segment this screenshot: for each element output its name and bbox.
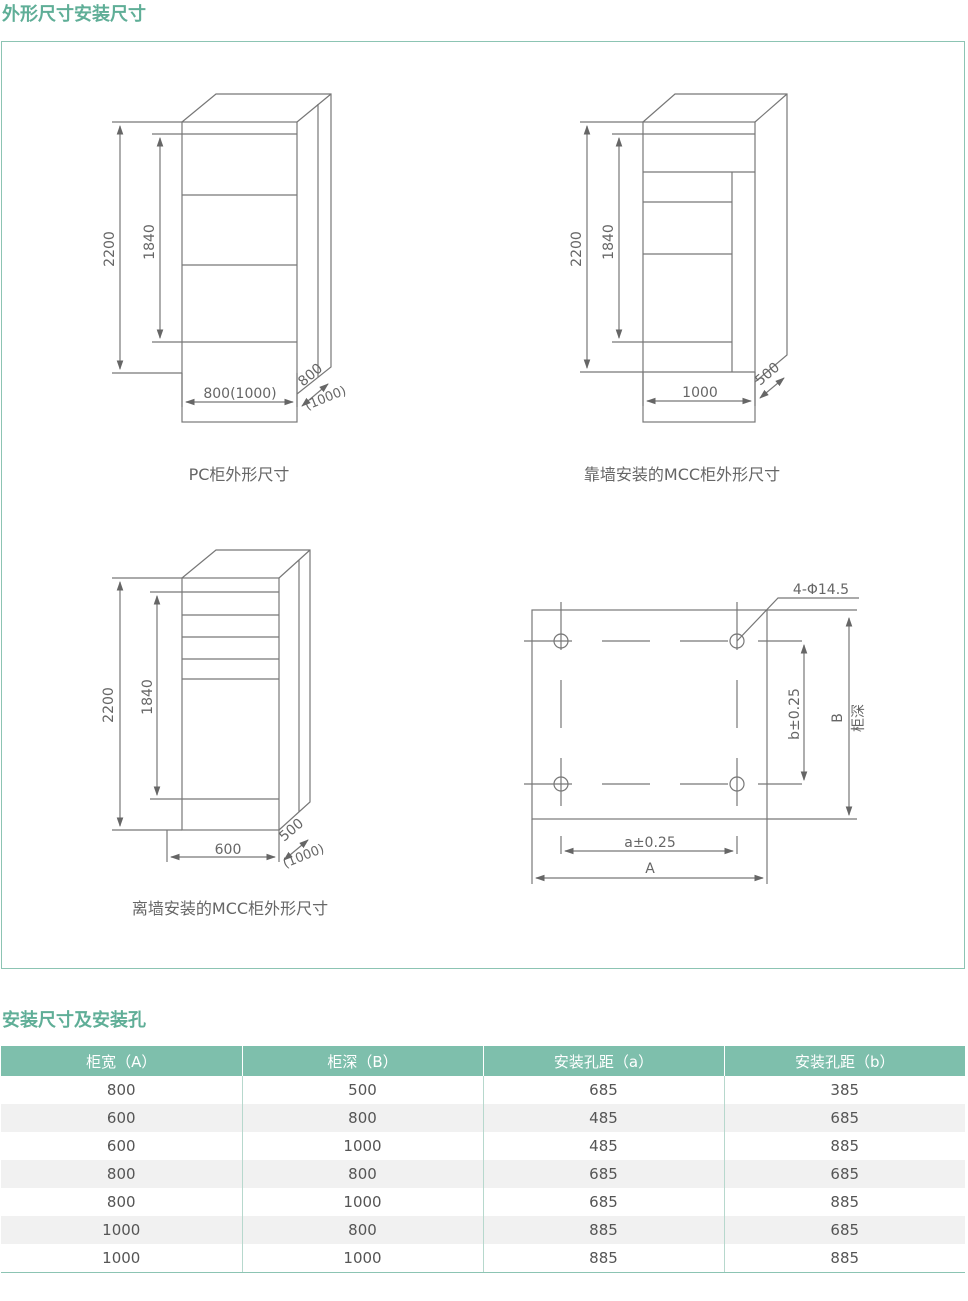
cell-depth: 1000 <box>242 1132 484 1160</box>
mcc-wall-height-inner: 1840 <box>601 224 617 260</box>
pc-height-outer: 2200 <box>102 231 118 267</box>
cell-hole-a: 885 <box>483 1216 725 1244</box>
pc-width: 800(1000) <box>203 386 276 402</box>
cabinet-width-A-label: A <box>645 861 655 877</box>
cell-width: 1000 <box>1 1244 243 1273</box>
mcc-free-caption: 离墙安装的MCC柜外形尺寸 <box>132 899 328 918</box>
mounting-size-table: 柜宽（A） 柜深（B） 安装孔距（a） 安装孔距（b） 800 500 685 … <box>1 1046 965 1273</box>
column-header-cabinet-depth: 柜深（B） <box>242 1046 484 1076</box>
mcc-free-depth-alt: (1000) <box>281 842 327 872</box>
mcc-wall-width: 1000 <box>682 385 718 401</box>
diagram-frame: 2200 1840 800(1000) 800 (1000) PC柜外形尺寸 <box>1 41 965 969</box>
cell-depth: 800 <box>242 1160 484 1188</box>
cell-hole-b: 885 <box>724 1244 965 1273</box>
cell-hole-a: 485 <box>483 1104 725 1132</box>
cell-hole-a: 685 <box>483 1160 725 1188</box>
mcc-free-cabinet-drawing <box>112 549 311 862</box>
cell-hole-b: 685 <box>724 1216 965 1244</box>
cabinet-depth-word-label: 柜深 <box>851 704 867 732</box>
column-header-hole-spacing-b: 安装孔距（b） <box>724 1046 965 1076</box>
mcc-wall-depth: 500 <box>752 360 783 389</box>
mounting-hole-plan <box>524 597 859 884</box>
cell-depth: 800 <box>242 1216 484 1244</box>
cell-hole-b: 685 <box>724 1104 965 1132</box>
hole-spacing-b-label: b±0.25 <box>787 688 803 740</box>
column-header-hole-spacing-a: 安装孔距（a） <box>483 1046 725 1076</box>
cell-hole-b: 685 <box>724 1160 965 1188</box>
cell-hole-a: 685 <box>483 1188 725 1216</box>
cell-depth: 500 <box>242 1076 484 1104</box>
cell-width: 600 <box>1 1132 243 1160</box>
mcc-wall-cabinet-drawing <box>580 93 788 423</box>
cell-depth: 1000 <box>242 1244 484 1273</box>
mcc-free-height-outer: 2200 <box>101 687 117 723</box>
pc-height-inner: 1840 <box>142 224 158 260</box>
table-section-title: 安装尺寸及安装孔 <box>2 1010 146 1031</box>
cell-width: 800 <box>1 1076 243 1104</box>
table-row: 800 500 685 385 <box>1 1076 965 1104</box>
cell-hole-a: 885 <box>483 1244 725 1273</box>
table-row: 800 1000 685 885 <box>1 1188 965 1216</box>
cell-width: 800 <box>1 1188 243 1216</box>
cell-hole-b: 385 <box>830 1081 860 1099</box>
pc-caption: PC柜外形尺寸 <box>189 465 290 484</box>
mcc-free-depth: 500 <box>276 816 307 845</box>
pc-depth-alt: (1000) <box>303 384 349 414</box>
pc-cabinet-drawing <box>112 93 332 423</box>
mcc-wall-height-outer: 2200 <box>569 231 585 267</box>
dimensions-section-title: 外形尺寸安装尺寸 <box>2 4 146 25</box>
table-row: 1000 800 885 685 <box>1 1216 965 1244</box>
cell-width: 1000 <box>1 1216 243 1244</box>
cell-hole-a: 685 <box>483 1076 725 1104</box>
cell-depth: 800 <box>242 1104 484 1132</box>
mcc-free-width: 600 <box>215 842 242 858</box>
cell-hole-b: 885 <box>830 1137 860 1155</box>
table-row: 600 1000 485 885 <box>1 1132 965 1160</box>
cell-width: 600 <box>1 1104 243 1132</box>
table-row: 800 800 685 685 <box>1 1160 965 1188</box>
cell-hole-a: 485 <box>483 1132 725 1160</box>
cell-width: 800 <box>1 1160 243 1188</box>
dimension-drawings: 2200 1840 800(1000) 800 (1000) PC柜外形尺寸 <box>101 93 867 918</box>
cell-depth: 1000 <box>242 1188 484 1216</box>
mcc-wall-caption: 靠墙安装的MCC柜外形尺寸 <box>584 465 780 484</box>
hole-spacing-a-label: a±0.25 <box>624 835 675 851</box>
cabinet-depth-B-label: B <box>830 713 846 723</box>
hole-diameter-label: 4-Φ14.5 <box>793 582 849 598</box>
table-header-row: 柜宽（A） 柜深（B） 安装孔距（a） 安装孔距（b） <box>1 1046 965 1076</box>
table-row: 1000 1000 885 885 <box>1 1244 965 1273</box>
mcc-free-height-inner: 1840 <box>140 679 156 715</box>
cell-hole-b: 885 <box>830 1193 860 1211</box>
pc-depth: 800 <box>295 361 326 390</box>
column-header-cabinet-width: 柜宽（A） <box>1 1046 243 1076</box>
table-row: 600 800 485 685 <box>1 1104 965 1132</box>
